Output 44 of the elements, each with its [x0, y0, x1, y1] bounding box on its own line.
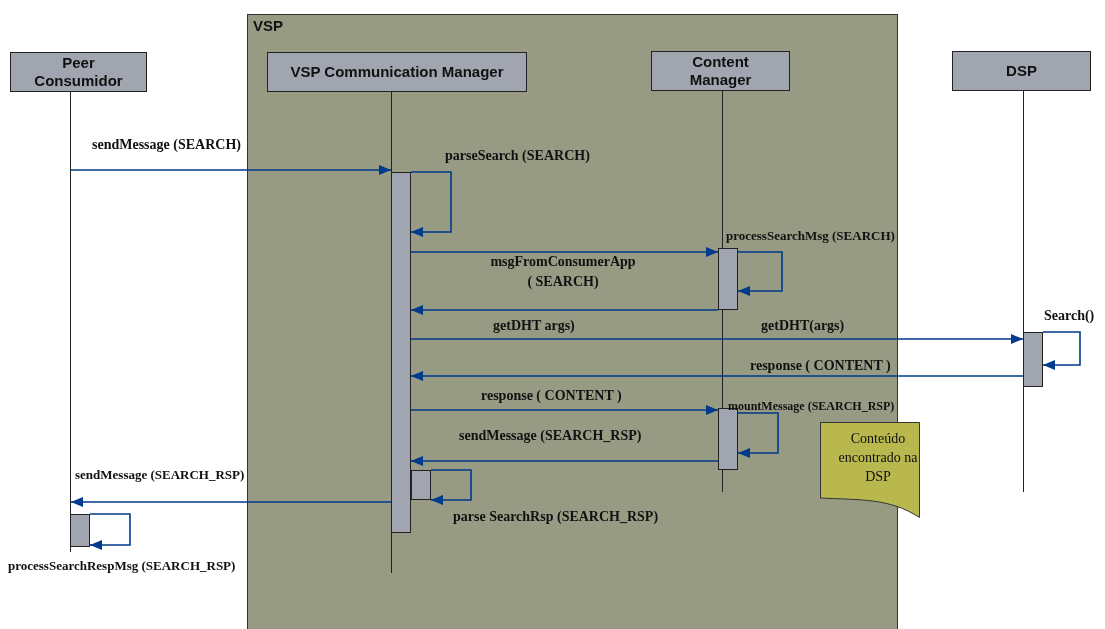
message-label: sendMessage (SEARCH_RSP) [75, 466, 245, 484]
message-arrow [410, 405, 719, 415]
participant-box [651, 51, 790, 91]
message-arrow [430, 469, 472, 505]
message-label: parseSearch (SEARCH) [445, 147, 590, 165]
message-arrow [70, 497, 392, 507]
message-label: response ( CONTENT ) [750, 357, 891, 375]
message-label: processSearchRespMsg (SEARCH_RSP) [8, 557, 236, 575]
participant-name: VSP Communication Manager [290, 63, 504, 81]
message-label: sendMessage (SEARCH_RSP) [459, 427, 642, 445]
message-label: msgFromConsumerApp ( SEARCH) [489, 253, 637, 292]
message-label: sendMessage (SEARCH) [92, 136, 241, 154]
message-arrow [1042, 331, 1081, 370]
message-arrow [70, 165, 392, 175]
message-arrow [410, 371, 1024, 381]
participant-name: DSP [1006, 62, 1037, 80]
activation-bar [391, 172, 411, 533]
message-arrow [410, 456, 719, 466]
participant-box [10, 52, 147, 92]
message-label: getDHT(args) [761, 317, 845, 335]
message-label: getDHT args) [493, 317, 575, 335]
message-arrow [737, 412, 779, 458]
message-label: response ( CONTENT ) [481, 387, 622, 405]
message-arrow [410, 247, 719, 257]
lifeline [70, 92, 71, 552]
participant-name: Peer Consumidor [33, 54, 124, 90]
participant-name: Content Manager [688, 53, 753, 89]
note-text: Conteúdo encontrado na DSP [838, 430, 918, 486]
message-arrow [410, 305, 719, 315]
message-arrow [737, 251, 783, 296]
activation-bar [718, 248, 738, 310]
activation-bar [70, 514, 90, 547]
frame-title: VSP [253, 17, 283, 34]
message-arrow [410, 334, 1024, 344]
message-label: parse SearchRsp (SEARCH_RSP) [453, 508, 659, 526]
message-arrow [410, 171, 452, 237]
message-label: processSearchMsg (SEARCH) [726, 227, 895, 245]
message-arrow [89, 513, 131, 550]
message-label: mountMessage (SEARCH_RSP) [728, 398, 895, 415]
message-label: Search() [1044, 307, 1095, 325]
participant-box [267, 52, 527, 92]
activation-bar [1023, 332, 1043, 387]
participant-box [952, 51, 1091, 91]
activation-bar [411, 470, 431, 500]
